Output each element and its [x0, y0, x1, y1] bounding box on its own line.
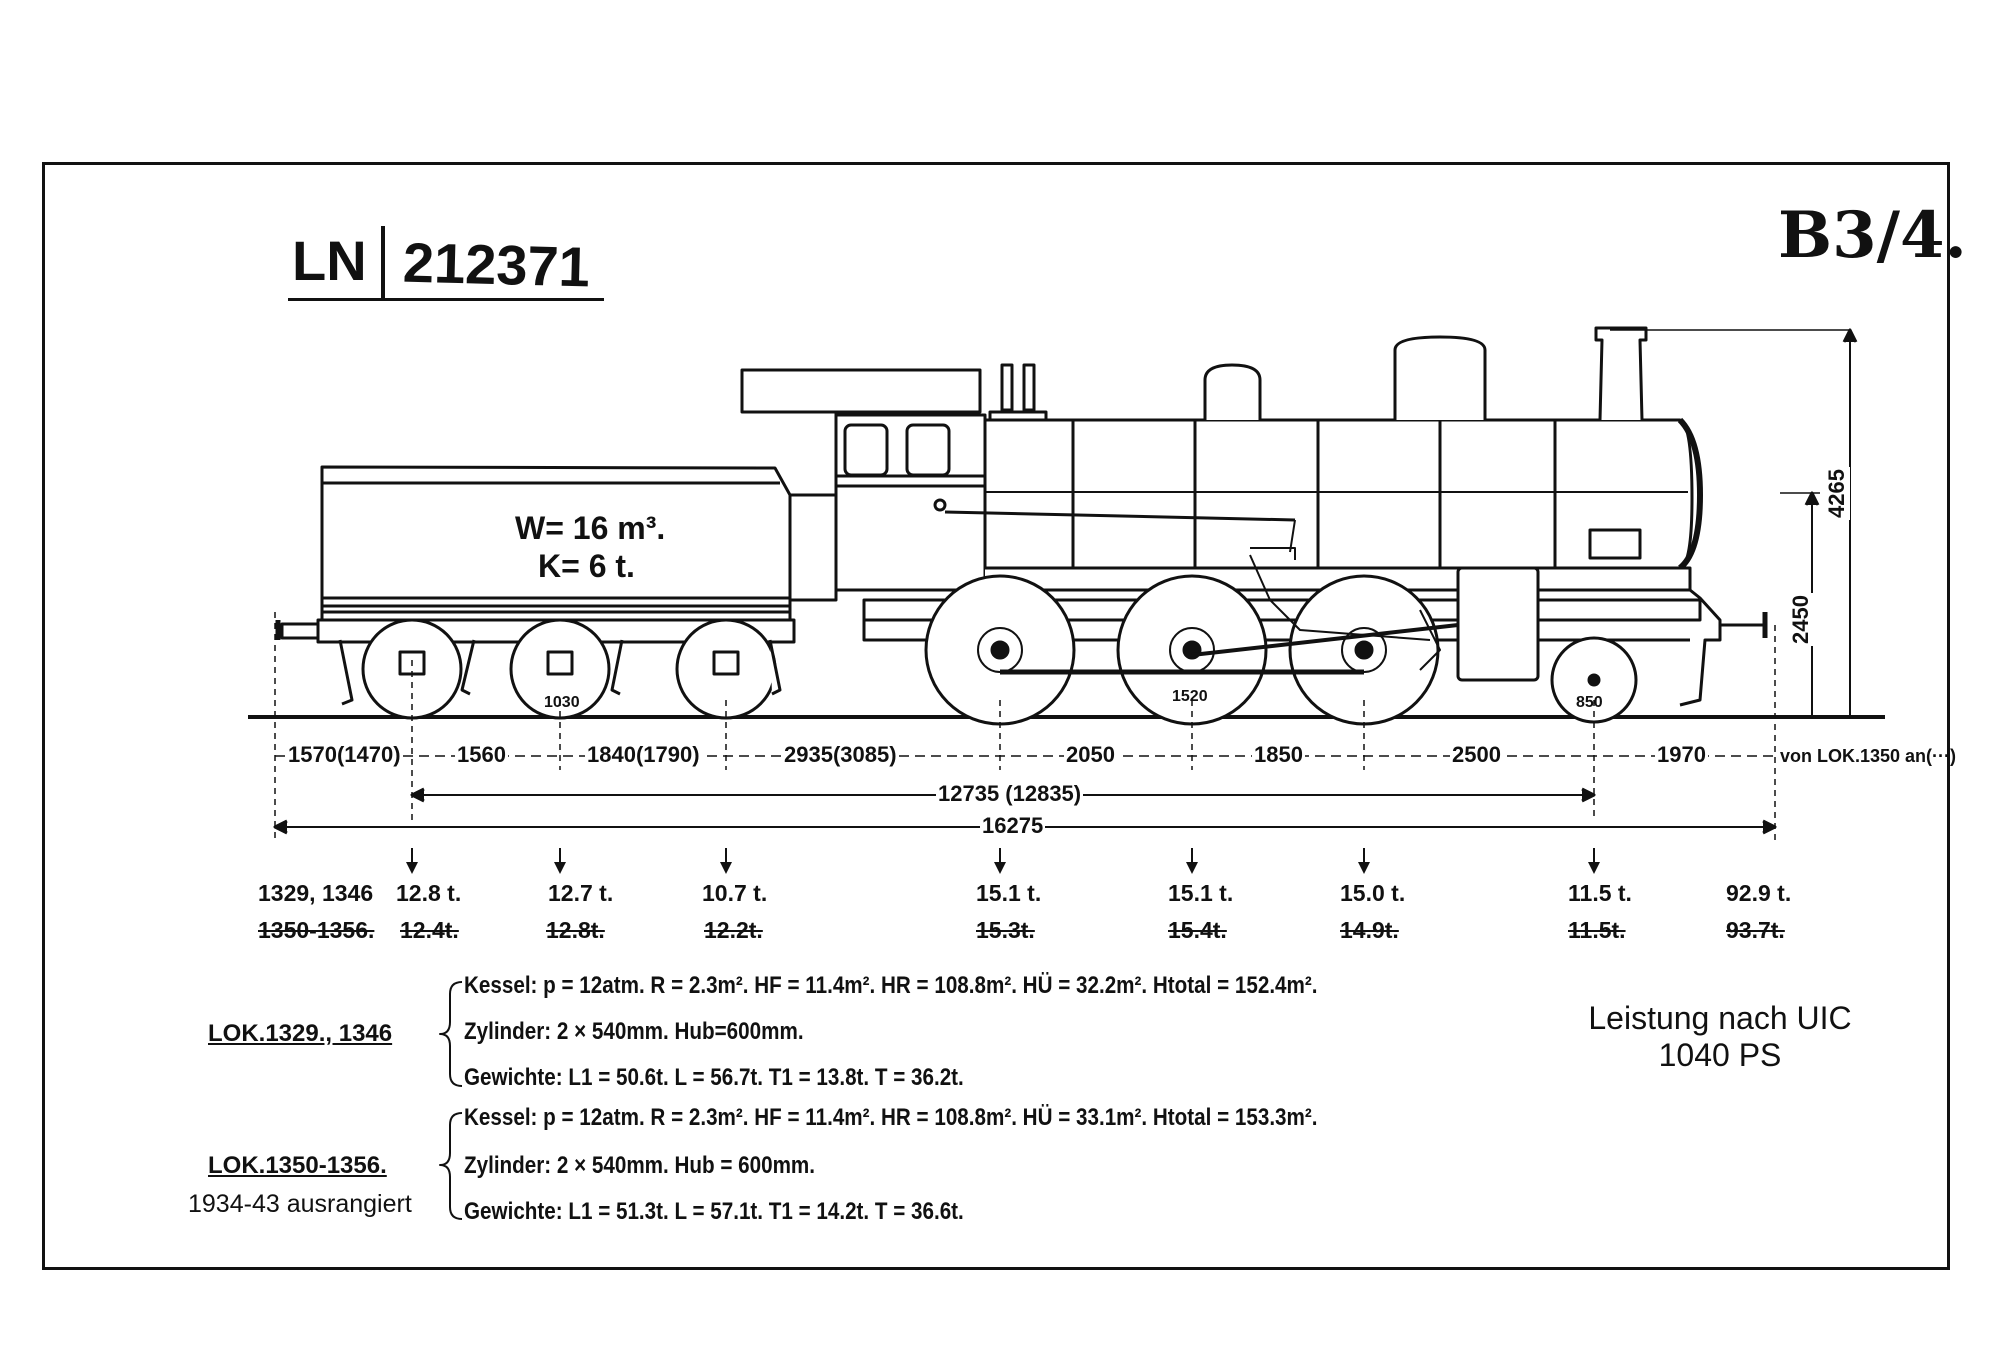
tender-water-capacity: W= 16 m³. — [515, 510, 666, 546]
wheelbase-dimension: 12735 (12835) — [936, 781, 1084, 807]
axle-load-old: 15.3t. — [976, 917, 1035, 943]
variant-weights-spec: Gewichte: L1 = 51.3t. L = 57.1t. T1 = 14… — [464, 1198, 964, 1225]
axle-load-group-old: 1350-1356. — [258, 917, 375, 943]
performance-rating: Leistung nach UIC 1040 PS — [1560, 1000, 1880, 1074]
total-weight-current: 92.9 t. — [1726, 880, 1792, 906]
performance-label: Leistung nach UIC — [1588, 1000, 1852, 1036]
tender-wheel-diameter: 1030 — [544, 694, 580, 711]
axle-load-current: 12.8 t. — [396, 880, 462, 906]
drawing-frame — [42, 162, 1950, 1270]
drawing-id-prefix: LN — [288, 226, 385, 298]
axle-load-current: 15.1 t. — [976, 880, 1042, 906]
tender-coal-capacity: K= 6 t. — [538, 548, 635, 584]
axle-spacing-label: 1570(1470) — [286, 742, 403, 768]
leading-wheel-diameter: 850 — [1576, 694, 1603, 711]
axle-spacing-label: 1840(1790) — [585, 742, 702, 768]
axle-load-current: 10.7 t. — [702, 880, 768, 906]
variant-label: LOK.1350-1356. — [208, 1152, 387, 1179]
variant-boiler-spec: Kessel: p = 12atm. R = 2.3m². HF = 11.4m… — [464, 972, 1318, 999]
axle-load-old: 14.9t. — [1340, 917, 1399, 943]
axle-load-old: 12.4t. — [400, 917, 459, 943]
axle-load-old: 15.4t. — [1168, 917, 1227, 943]
variant-weights-spec: Gewichte: L1 = 50.6t. L = 56.7t. T1 = 13… — [464, 1064, 964, 1091]
total-height-dimension: 4265 — [1824, 467, 1850, 520]
total-weight-old: 93.7t. — [1726, 917, 1785, 943]
drawing-id-box: LN 212371 — [288, 226, 604, 301]
axle-spacing-note: von LOK.1350 an(···) — [1780, 746, 1957, 766]
axle-load-old: 12.2t. — [704, 917, 763, 943]
axle-load-group-current: 1329, 1346 — [258, 880, 374, 906]
axle-spacing-label: 1560 — [455, 742, 508, 768]
series-mark: B3/4. — [1778, 198, 1967, 273]
overall-length-dimension: 16275 — [980, 813, 1046, 839]
axle-spacing-label: 2050 — [1064, 742, 1117, 768]
boiler-axis-height-dimension: 2450 — [1788, 593, 1814, 646]
axle-load-current: 15.0 t. — [1340, 880, 1406, 906]
axle-load-current: 15.1 t. — [1168, 880, 1234, 906]
axle-spacing-label: 1970 — [1655, 742, 1708, 768]
axle-load-current: 12.7 t. — [548, 880, 614, 906]
axle-spacing-label: 2500 — [1450, 742, 1503, 768]
variant-cylinder-spec: Zylinder: 2 × 540mm. Hub = 600mm. — [464, 1152, 816, 1179]
axle-spacing-label: 1850 — [1252, 742, 1305, 768]
axle-load-old: 11.5t. — [1568, 917, 1626, 943]
variant-boiler-spec: Kessel: p = 12atm. R = 2.3m². HF = 11.4m… — [464, 1104, 1318, 1131]
driving-wheel-diameter: 1520 — [1172, 688, 1208, 705]
variant-label: LOK.1329., 1346 — [208, 1020, 393, 1047]
axle-load-old: 12.8t. — [546, 917, 605, 943]
variant-retired-note: 1934-43 ausrangiert — [188, 1190, 412, 1218]
axle-load-current: 11.5 t. — [1568, 880, 1632, 906]
variant-cylinder-spec: Zylinder: 2 × 540mm. Hub=600mm. — [464, 1018, 804, 1045]
axle-spacing-label: 2935(3085) — [782, 742, 899, 768]
performance-value: 1040 PS — [1658, 1037, 1782, 1073]
